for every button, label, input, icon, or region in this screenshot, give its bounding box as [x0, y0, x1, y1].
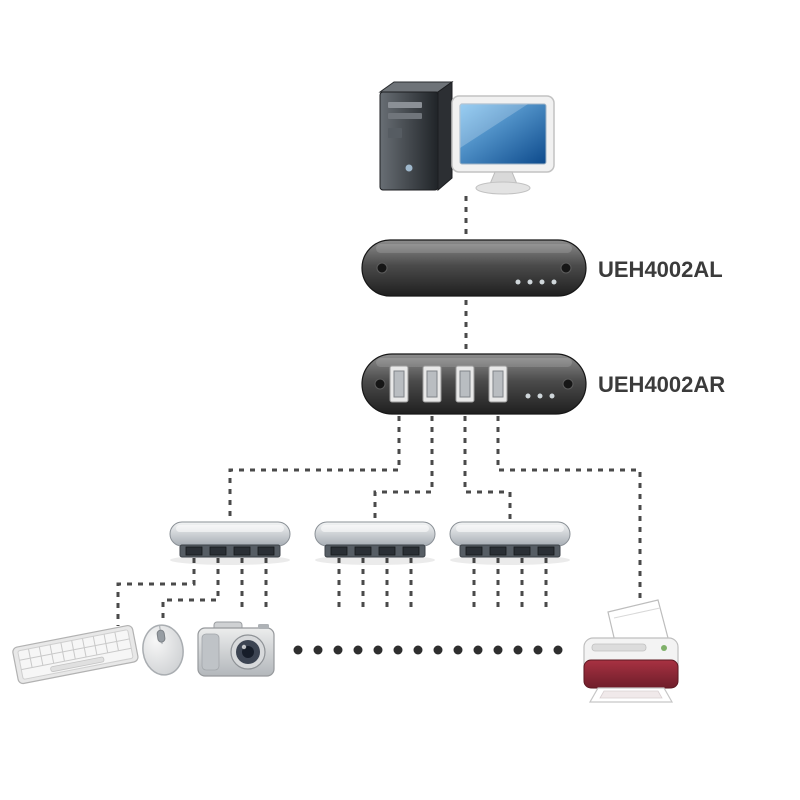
printer-status-led [661, 645, 667, 651]
camera-grip [201, 633, 220, 671]
local-unit-label: UEH4002AL [598, 257, 723, 282]
monitor-icon [451, 95, 555, 195]
mouse-icon [142, 624, 184, 676]
usb-port-icon [422, 365, 442, 403]
connection-line [373, 416, 434, 520]
usb-port-icon [488, 365, 508, 403]
usb-port-icon [389, 365, 409, 403]
screw-icon [374, 378, 386, 390]
spacebar [50, 656, 105, 672]
connection-line [496, 416, 642, 608]
hub-ports [330, 546, 420, 556]
drive-bay [388, 113, 422, 119]
remote-extender-unit-icon [361, 353, 587, 415]
drive-bay [388, 102, 422, 108]
shutter-button [258, 624, 269, 629]
led-indicators [515, 279, 557, 285]
connection-line [161, 558, 220, 618]
screw-icon [562, 378, 574, 390]
printer-front-panel [583, 659, 679, 689]
connection-lines [116, 196, 642, 626]
connection-line [228, 416, 401, 520]
usb-hub-icon [169, 521, 291, 565]
screw-icon [560, 262, 572, 274]
usb-port-icon [455, 365, 475, 403]
led-indicators [525, 393, 555, 399]
screw-icon [376, 262, 388, 274]
camera-icon [197, 621, 275, 677]
printer-icon [583, 599, 679, 703]
connection-line [463, 416, 512, 520]
monitor-screen [459, 103, 547, 165]
connection-line [116, 558, 196, 626]
usb-hub-icon [449, 521, 571, 565]
scroll-wheel [156, 629, 166, 643]
usb-hub-icon [314, 521, 436, 565]
remote-unit-label: UEH4002AR [598, 372, 725, 397]
power-button-icon [405, 164, 413, 172]
desktop-computer-icon [378, 81, 454, 192]
hub-ports [185, 546, 275, 556]
more-devices-ellipsis [293, 645, 563, 655]
keyboard-icon [12, 624, 139, 685]
local-extender-unit-icon [361, 239, 587, 297]
hub-ports [465, 546, 555, 556]
tower-vent [388, 128, 402, 138]
